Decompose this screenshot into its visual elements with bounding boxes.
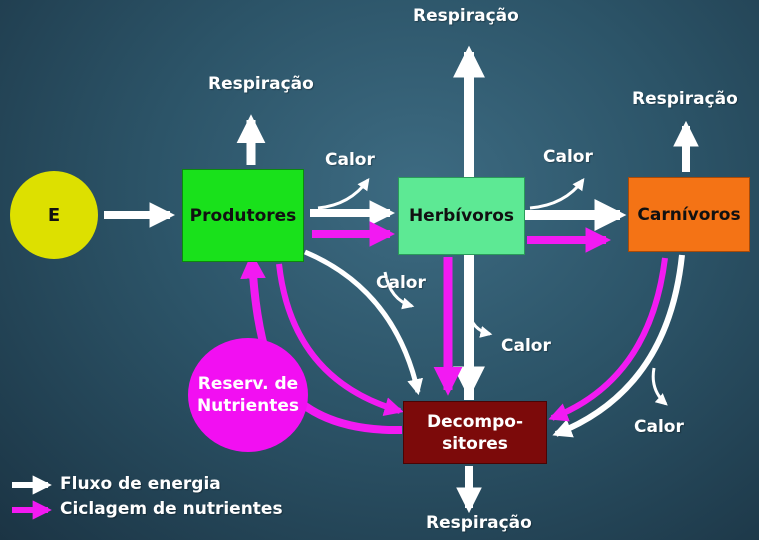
nutrient-reserve-node: Reserv. de Nutrientes <box>188 338 308 452</box>
heat-arrow-producers <box>317 178 370 210</box>
nutrient-arrow-carnivores-to-decomposers <box>548 257 668 422</box>
nutrient-arrow-producers-to-decomposers <box>276 263 404 416</box>
respiration-label-carnivores: Respiração <box>632 89 738 109</box>
herbivores-label: Herbívoros <box>408 206 515 226</box>
decomposers-label-line1: Decompo- <box>426 411 523 432</box>
energy-arrow-carnivores-to-decomposers <box>552 254 685 438</box>
heat-arrow-herbivores <box>529 178 585 210</box>
respiration-label-producers: Respiração <box>208 74 314 94</box>
producers-node: Produtores <box>182 169 304 262</box>
reserve-label-line2: Nutrientes <box>196 396 300 416</box>
heat-label-carnivore-down: Calor <box>634 417 684 437</box>
energy-node-label: E <box>47 204 61 226</box>
decomposers-label-line2: sitores <box>442 433 508 454</box>
heat-label-herbivores: Calor <box>543 147 593 167</box>
heat-label-middle: Calor <box>376 273 426 293</box>
decomposers-node: Decompo- sitores <box>403 401 547 464</box>
respiration-label-top: Respiração <box>413 6 519 26</box>
carnivores-label: Carnívoros <box>637 204 741 225</box>
heat-label-herbivore-down: Calor <box>501 336 551 356</box>
carnivores-node: Carnívoros <box>628 177 750 252</box>
heat-arrow-herbivore-down <box>467 311 493 338</box>
legend-energy-flow: Fluxo de energia <box>60 474 221 494</box>
legend-nutrient-cycling: Ciclagem de nutrientes <box>60 499 283 519</box>
herbivores-node: Herbívoros <box>398 177 525 255</box>
heat-arrow-decomposer-path <box>383 271 415 310</box>
respiration-label-bottom: Respiração <box>426 513 532 533</box>
heat-arrow-carnivore-down <box>651 367 668 406</box>
heat-label-producers: Calor <box>325 150 375 170</box>
energy-node: E <box>10 171 98 259</box>
producers-label: Produtores <box>189 205 297 226</box>
energy-arrow-producers-to-decomposers <box>304 249 423 396</box>
reserve-label-line1: Reserv. de <box>197 374 299 394</box>
